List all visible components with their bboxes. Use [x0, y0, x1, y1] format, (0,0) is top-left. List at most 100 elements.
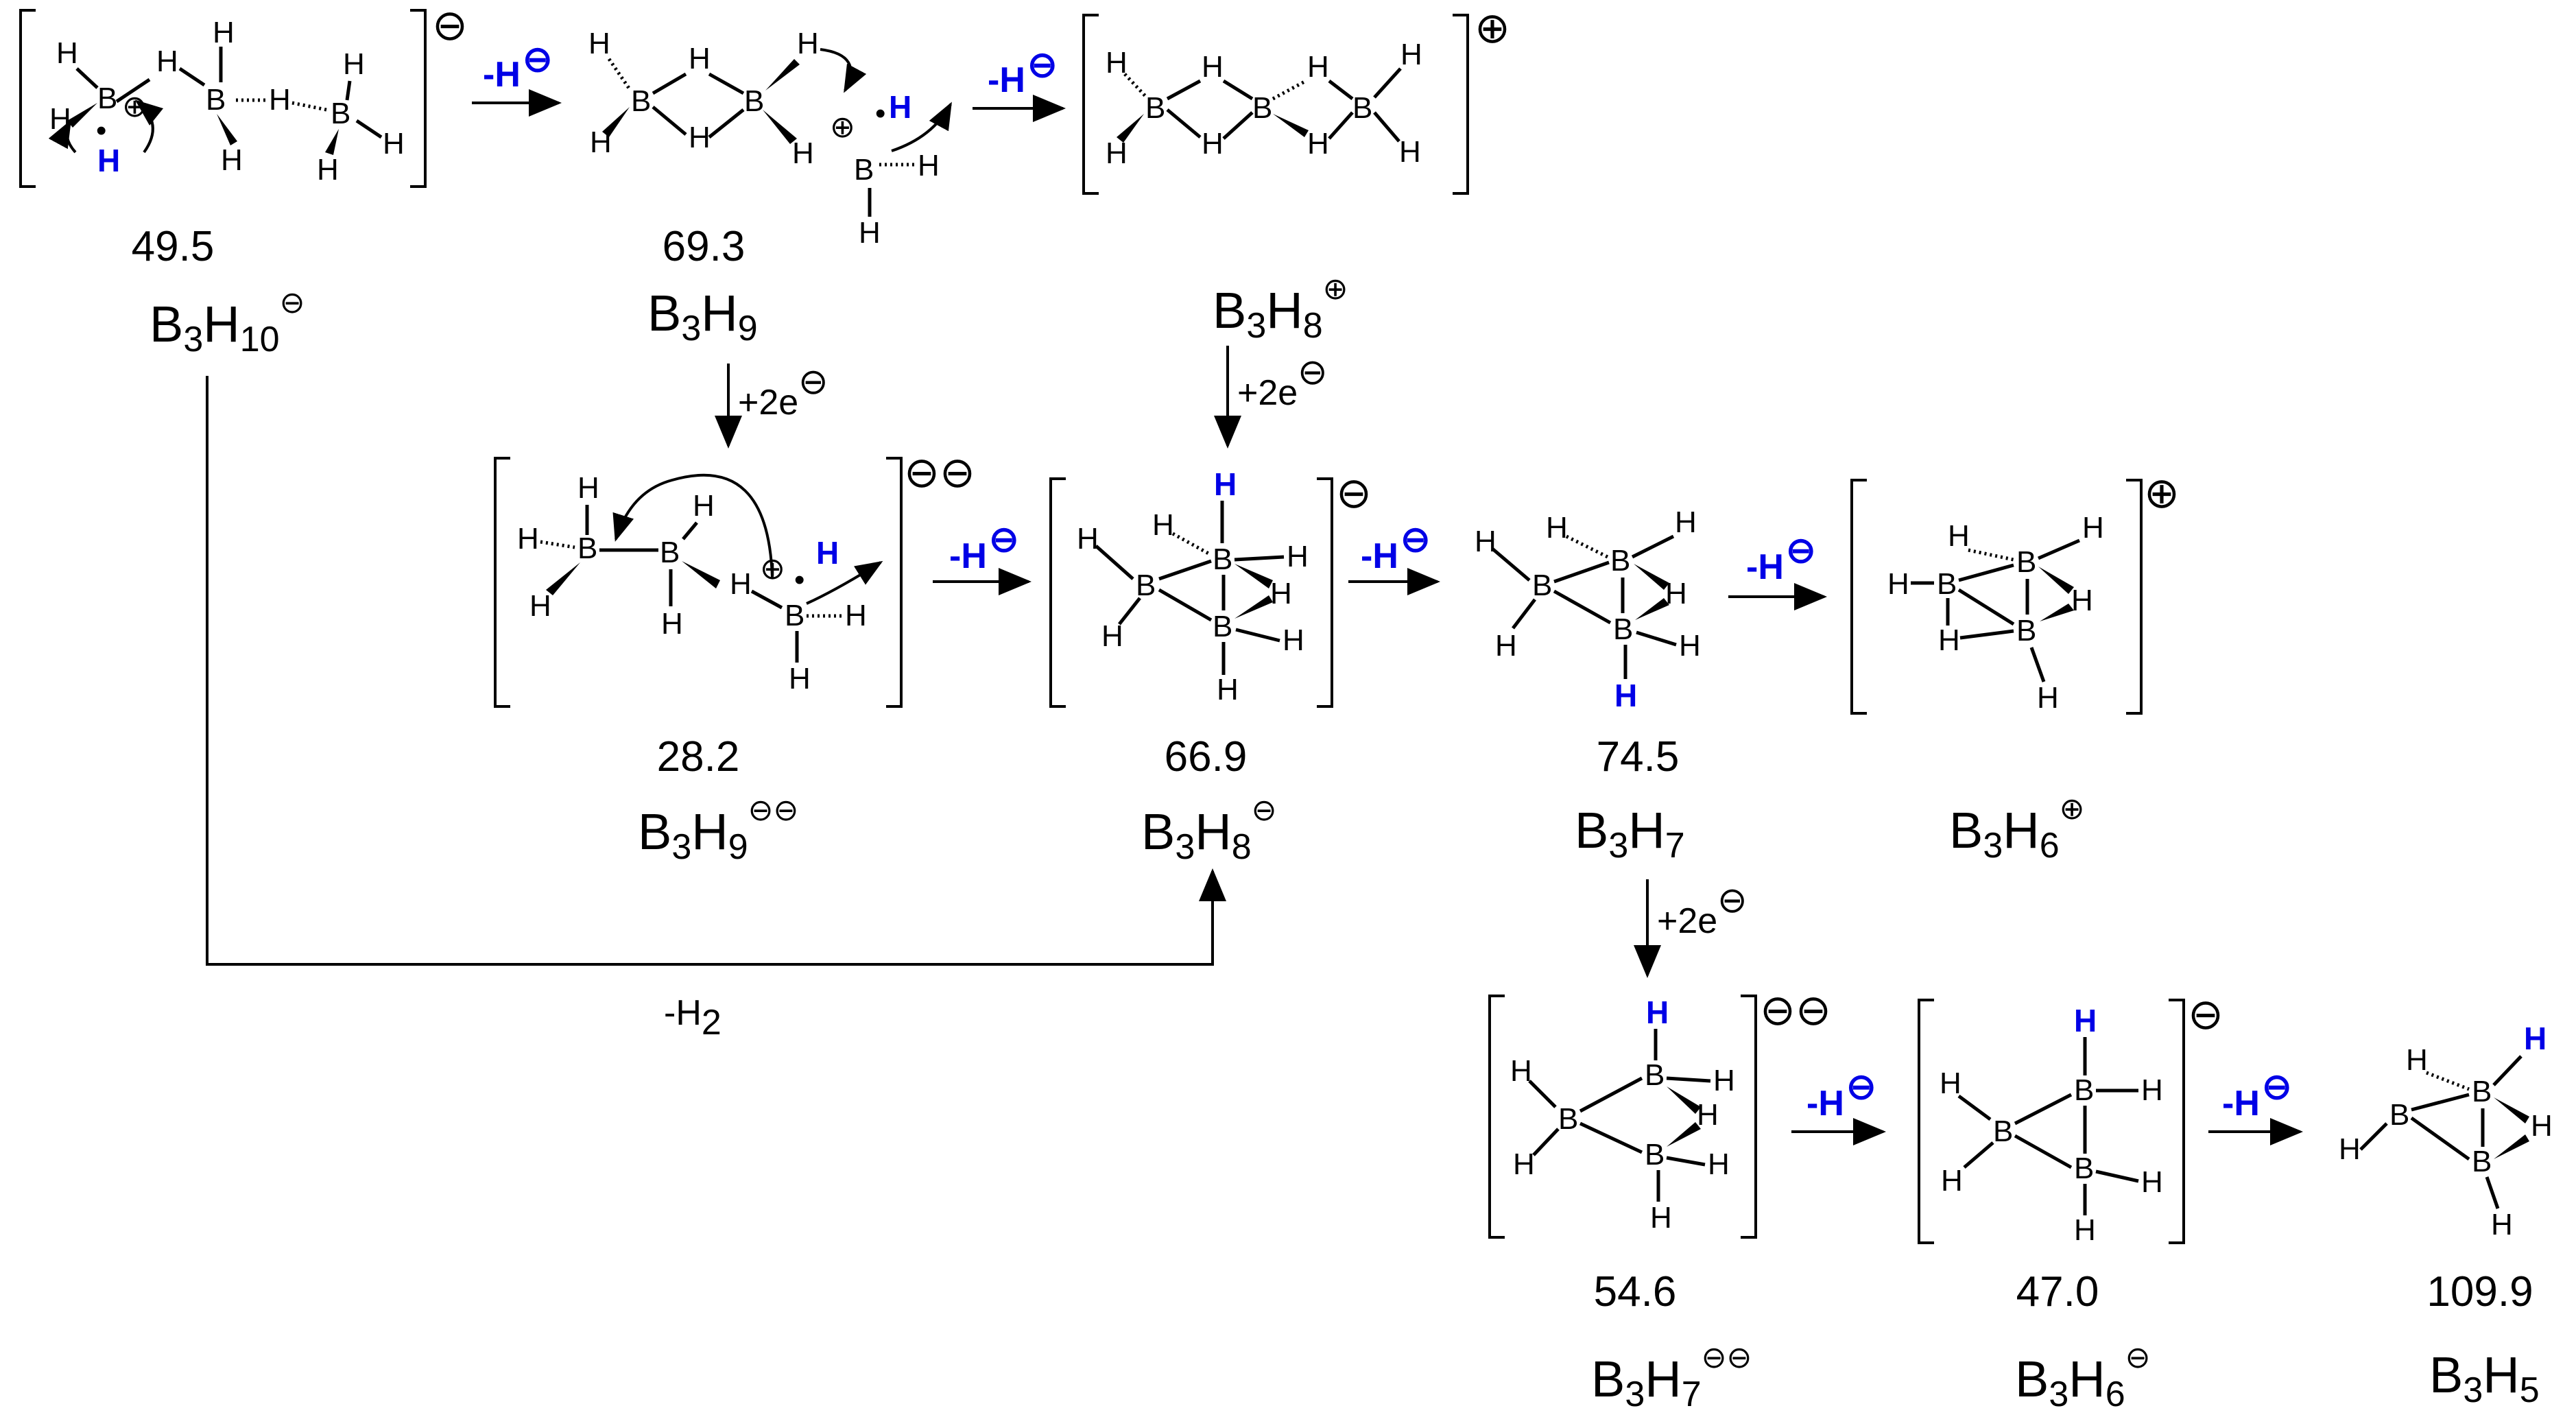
atom-h: H: [1513, 1147, 1535, 1181]
atom-h: H: [156, 45, 178, 78]
svg-text:-H: -H: [949, 536, 987, 576]
plus-charge: ⊕: [830, 110, 855, 144]
bond: [682, 521, 698, 540]
bracket-left: [1082, 14, 1099, 195]
bond: [708, 72, 745, 95]
wedge-bond: [2038, 567, 2074, 594]
wedge-bond: [546, 562, 580, 595]
bond: [2029, 647, 2046, 682]
structure-b3h7: H B H H B H H B H H 74.5 B3H7: [1475, 505, 1701, 866]
atom-b: B: [331, 97, 350, 130]
bracket-right: [2126, 479, 2143, 715]
bond: [1631, 534, 1675, 559]
formula-label: B3H5: [2429, 1346, 2540, 1410]
hydride-loss-arrow-1: -H ⊖: [472, 40, 562, 117]
atom-b: B: [1136, 569, 1156, 602]
atom-h: H: [1270, 577, 1292, 610]
bracket-right: [886, 457, 903, 708]
atom-h: H: [792, 136, 814, 170]
atom-h: H: [317, 153, 339, 187]
atom-h: H: [1475, 525, 1496, 558]
bond: [1373, 111, 1400, 143]
bracket-left: [1049, 477, 1066, 708]
svg-text:-H: -H: [1361, 536, 1398, 576]
bond: [2411, 1093, 2470, 1112]
structure-b3h5: H B H H B H B H 109.9 B3H5: [2339, 1021, 2553, 1410]
energy-value: 47.0: [2016, 1268, 2099, 1316]
atom-h-highlight: H: [97, 143, 120, 178]
bond: [115, 78, 151, 104]
atom-h: H: [1713, 1064, 1735, 1097]
svg-text:-H: -H: [2222, 1084, 2260, 1123]
atom-h: H: [2141, 1073, 2163, 1107]
atom-h: H: [2141, 1165, 2163, 1199]
svg-text:⊖: ⊖: [1846, 1067, 1876, 1107]
bond: [1328, 80, 1354, 100]
atom-b: B: [2074, 1152, 2094, 1185]
atom-h: H: [2071, 584, 2093, 617]
atom-h: H: [1106, 46, 1128, 80]
bond: [1666, 1076, 1711, 1083]
formula-label: B3H8⊖: [1141, 794, 1277, 867]
bond: [1579, 1121, 1643, 1154]
svg-text:⊖: ⊖: [523, 40, 553, 80]
atom-h-highlight: H: [2524, 1021, 2547, 1056]
wedge-bond: [1235, 564, 1273, 588]
hydride-loss-arrow-2: -H ⊖: [973, 45, 1066, 122]
atom-h: H: [221, 143, 243, 177]
atom-h: H: [1101, 619, 1123, 653]
atom-b: B: [97, 82, 117, 115]
svg-text:⊖: ⊖: [2262, 1067, 2292, 1107]
bracket-right: [1741, 995, 1757, 1239]
bond: [2359, 1122, 2388, 1151]
atom-b: B: [1645, 1058, 1665, 1092]
bond: [1957, 1094, 1992, 1121]
bond: [1166, 79, 1202, 101]
bond: [1958, 563, 2014, 582]
electron-dots: •: [794, 563, 804, 597]
atom-h: H: [269, 83, 291, 117]
atom-h: H: [1287, 540, 1309, 573]
bracket-right: [2169, 999, 2185, 1244]
bond: [1158, 588, 1213, 622]
bond: [1491, 547, 1531, 582]
atom-h: H: [2082, 511, 2104, 545]
atom-h: H: [1941, 1164, 1963, 1198]
electron-dots: •: [875, 97, 885, 130]
atom-h: H: [1650, 1201, 1672, 1235]
formula-label: B3H9⊖⊖: [638, 794, 798, 867]
hash-bond: [291, 101, 327, 112]
wedge-bond: [217, 114, 237, 145]
h2-loss-connector: -H2: [206, 376, 1226, 1043]
energy-value: 49.5: [132, 223, 215, 270]
bond: [652, 72, 687, 95]
bond: [1235, 628, 1280, 643]
atom-h: H: [1708, 1147, 1730, 1181]
atom-h: H: [693, 489, 715, 523]
energy-value: 69.3: [663, 223, 746, 270]
atom-h: H: [1948, 519, 1970, 553]
atom-h: H: [1679, 629, 1701, 663]
svg-text:+2e: +2e: [738, 383, 798, 423]
wedge-bond: [763, 110, 797, 144]
formula-label: B3H6⊖: [2015, 1341, 2151, 1414]
svg-text:-H: -H: [483, 55, 521, 95]
atom-h: H: [2339, 1132, 2361, 1166]
bond: [708, 108, 745, 139]
bond: [1532, 1128, 1560, 1156]
curly-arrow: [48, 119, 77, 154]
atom-h: H: [1077, 522, 1099, 556]
svg-text:⊖: ⊖: [1298, 353, 1328, 392]
bond: [2410, 1116, 2470, 1161]
wedge-bond: [1117, 114, 1144, 143]
structure-b3h9-dianion: ⊖⊖ H H B H B H H H ⊕ B • H H H 28.2 B3H9…: [494, 449, 975, 867]
bracket-right: [1317, 477, 1333, 708]
atom-h: H: [1283, 623, 1304, 657]
hash-bond: [540, 540, 575, 549]
atom-h: H: [2531, 1109, 2553, 1143]
bond: [1959, 629, 2014, 640]
wedge-bond: [1667, 1122, 1701, 1147]
atom-b: B: [1213, 610, 1232, 643]
atom-h: H: [1940, 1067, 1961, 1100]
